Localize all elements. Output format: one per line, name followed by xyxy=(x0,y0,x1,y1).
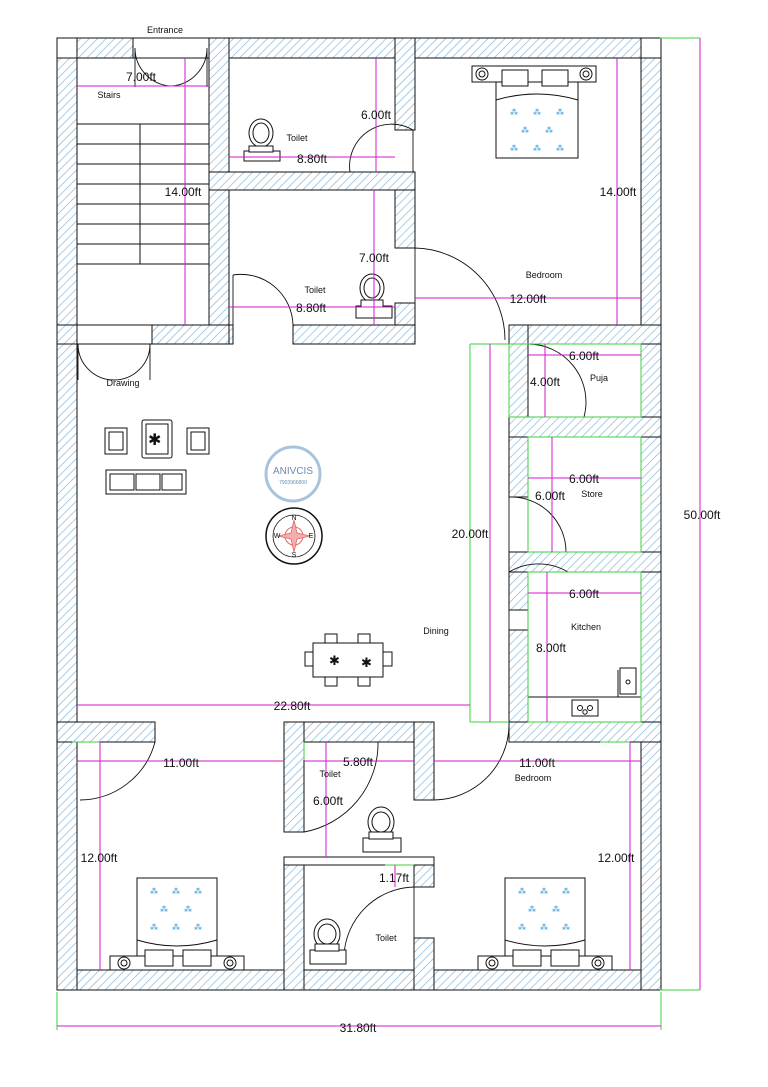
dining-ornament-2: ✱ xyxy=(361,656,372,671)
label-kitchen: Kitchen xyxy=(571,622,601,632)
label-toilet-1: Toilet xyxy=(286,133,308,143)
svg-text:⁂: ⁂ xyxy=(540,922,548,932)
walls xyxy=(56,37,662,991)
dim-bedroom1-height: 14.00ft xyxy=(600,185,637,199)
dim-total-width: 31.80ft xyxy=(340,1021,377,1035)
svg-text:⁂: ⁂ xyxy=(172,886,180,896)
dim-passage-gap: 1.17ft xyxy=(379,871,410,885)
label-toilet-2: Toilet xyxy=(304,285,326,295)
label-stairs: Stairs xyxy=(97,90,121,100)
label-dining: Dining xyxy=(423,626,449,636)
dim-toilet1-width: 8.80ft xyxy=(297,152,328,166)
stair-steps xyxy=(77,123,209,265)
svg-text:⁂: ⁂ xyxy=(518,922,526,932)
svg-text:⁂: ⁂ xyxy=(172,922,180,932)
sofa-set xyxy=(104,419,210,495)
dim-toilet2-width: 8.80ft xyxy=(296,301,327,315)
dim-puja-height: 4.00ft xyxy=(530,375,561,389)
svg-text:⁂: ⁂ xyxy=(518,886,526,896)
bedroom-1-bed xyxy=(471,65,597,159)
dim-kitchen-height: 8.00ft xyxy=(536,641,567,655)
dim-bed-br-width: 11.00ft xyxy=(519,756,555,770)
svg-text:⁂: ⁂ xyxy=(510,107,518,117)
dim-toilet1-height: 6.00ft xyxy=(361,108,392,122)
svg-text:⁂: ⁂ xyxy=(556,107,564,117)
bottom-right-bed-pattern: ⁂⁂⁂ ⁂⁂ ⁂⁂⁂ xyxy=(518,886,570,932)
dim-stairs-width: 7.00ft xyxy=(126,70,157,84)
svg-text:⁂: ⁂ xyxy=(528,904,536,914)
svg-text:⁂: ⁂ xyxy=(184,904,192,914)
svg-text:⁂: ⁂ xyxy=(533,143,541,153)
compass-n: N xyxy=(291,515,296,522)
kitchen-counter xyxy=(528,667,641,717)
logo-phone: 7903966800 xyxy=(279,480,307,486)
svg-text:⁂: ⁂ xyxy=(160,904,168,914)
svg-text:⁂: ⁂ xyxy=(545,125,553,135)
compass-e: E xyxy=(309,533,314,540)
label-toilet-3: Toilet xyxy=(319,769,341,779)
dim-store-width: 6.00ft xyxy=(569,472,600,486)
svg-text:⁂: ⁂ xyxy=(194,886,202,896)
svg-text:⁂: ⁂ xyxy=(562,886,570,896)
bedroom-1-bed-pattern: ⁂⁂⁂ ⁂⁂ ⁂⁂⁂ xyxy=(510,107,564,153)
dim-bed-bl-height: 12.00ft xyxy=(81,851,118,865)
dim-puja-width: 6.00ft xyxy=(569,349,600,363)
bottom-right-bed xyxy=(477,877,613,971)
compass-w: W xyxy=(274,533,281,540)
label-bedroom-1: Bedroom xyxy=(526,270,563,280)
svg-text:⁂: ⁂ xyxy=(510,143,518,153)
dim-kitchen-width: 6.00ft xyxy=(569,587,600,601)
bottom-left-bed xyxy=(109,877,245,971)
toilet-1-wc xyxy=(243,118,281,162)
compass-s: S xyxy=(292,552,297,559)
sofa-table-ornament: ✱ xyxy=(148,430,161,449)
dim-toilet2-height: 7.00ft xyxy=(359,251,390,265)
dim-stairs-length: 14.00ft xyxy=(165,185,202,199)
dim-bed-br-height: 12.00ft xyxy=(598,851,635,865)
compass: N S W E xyxy=(265,507,323,565)
dim-store-height: 6.00ft xyxy=(535,489,566,503)
dim-bedroom1-width: 12.00ft xyxy=(510,292,547,306)
dim-drawing-width: 22.80ft xyxy=(274,699,311,713)
dining-set xyxy=(304,633,393,687)
toilet-3-wc xyxy=(362,806,402,853)
svg-text:⁂: ⁂ xyxy=(533,107,541,117)
label-store: Store xyxy=(581,489,603,499)
label-drawing: Drawing xyxy=(106,378,139,388)
svg-text:⁂: ⁂ xyxy=(521,125,529,135)
logo: ANIVCIS 7903966800 xyxy=(264,445,322,503)
dining-ornament-1: ✱ xyxy=(329,654,340,669)
dim-toilet3-width: 5.80ft xyxy=(343,755,374,769)
svg-text:⁂: ⁂ xyxy=(150,886,158,896)
dim-bed-bl-width: 11.00ft xyxy=(163,756,199,770)
svg-text:⁂: ⁂ xyxy=(556,143,564,153)
label-entrance: Entrance xyxy=(147,25,183,35)
svg-text:⁂: ⁂ xyxy=(540,886,548,896)
svg-text:⁂: ⁂ xyxy=(562,922,570,932)
bottom-left-bed-pattern: ⁂⁂⁂ ⁂⁂ ⁂⁂⁂ xyxy=(150,886,202,932)
label-toilet-4: Toilet xyxy=(375,933,397,943)
dimension-lines xyxy=(56,37,701,1030)
svg-text:⁂: ⁂ xyxy=(552,904,560,914)
toilet-4-wc xyxy=(309,918,347,965)
dim-total-depth: 50.00ft xyxy=(684,508,721,522)
label-bedroom-2: Bedroom xyxy=(515,773,552,783)
logo-name: ANIVCIS xyxy=(273,466,313,477)
svg-text:⁂: ⁂ xyxy=(150,922,158,932)
dim-toilet3-height: 6.00ft xyxy=(313,794,344,808)
dim-drawing-height: 20.00ft xyxy=(452,527,489,541)
svg-text:⁂: ⁂ xyxy=(194,922,202,932)
label-puja: Puja xyxy=(590,373,608,383)
